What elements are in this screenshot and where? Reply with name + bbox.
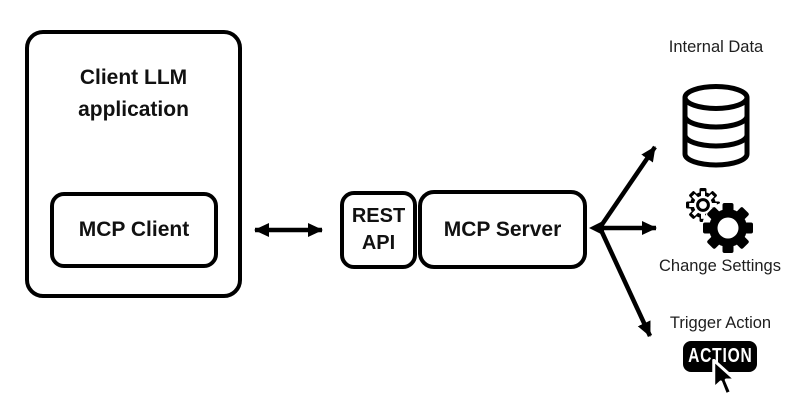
arrow-server-data — [599, 145, 657, 228]
change-settings-label: Change Settings — [658, 257, 781, 275]
mcp-client-box: MCP Client — [50, 192, 218, 268]
rest-api-label: REST API — [351, 205, 406, 254]
client-llm-application-title: Client LLM application — [78, 66, 189, 121]
internal-data-label: Internal Data — [668, 38, 764, 56]
cursor-icon — [712, 359, 738, 397]
action-button-text: ACTION — [687, 345, 753, 367]
gears-icon — [686, 188, 754, 254]
mcp-server-box: MCP Server — [418, 190, 587, 269]
large-gear — [702, 202, 754, 254]
database-icon — [682, 84, 750, 168]
mcp-client-label: MCP Client — [78, 218, 190, 241]
arrowhead-into-server — [589, 220, 604, 236]
mcp-server-label: MCP Server — [443, 217, 562, 241]
small-gear — [686, 188, 720, 222]
rest-api-box: REST API — [340, 191, 417, 269]
trigger-action-label: Trigger Action — [669, 314, 772, 332]
